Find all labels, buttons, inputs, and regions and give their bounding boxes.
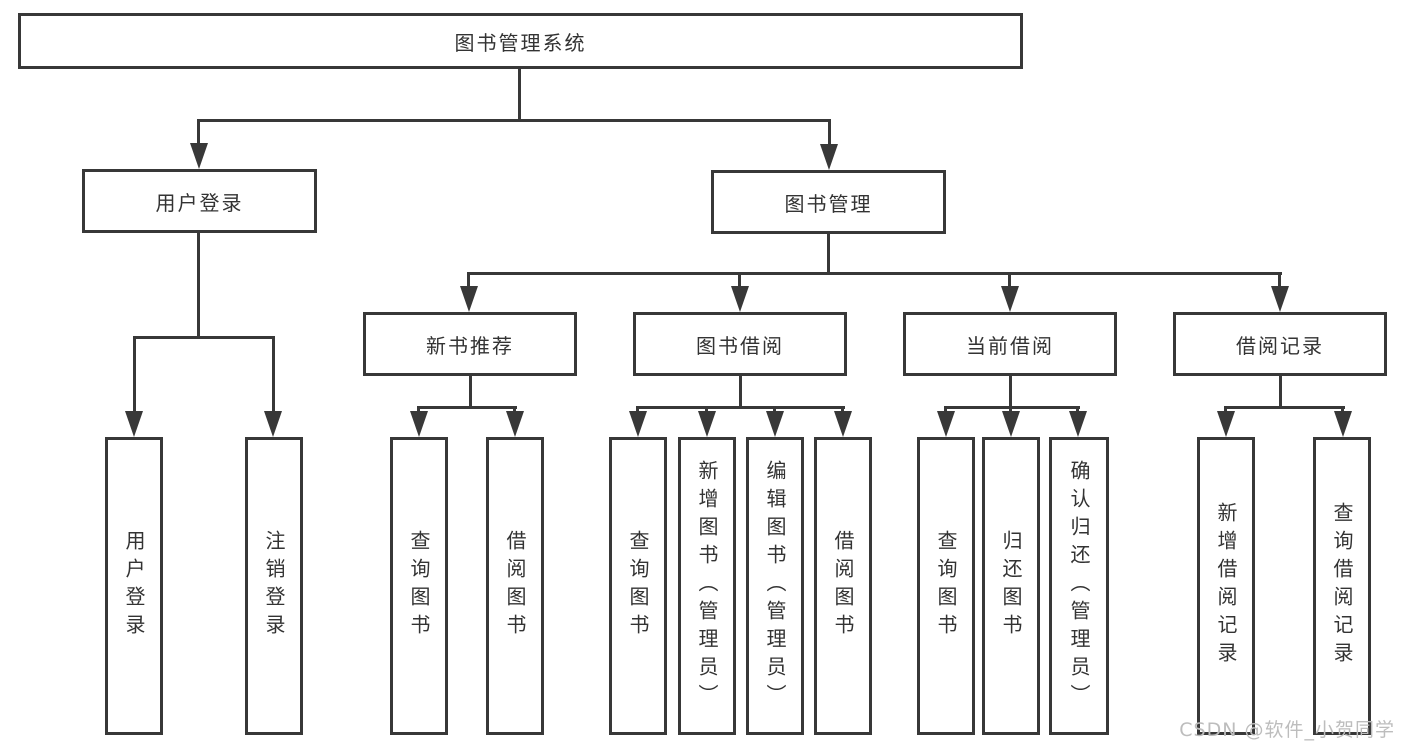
leaf-user-login: 用户登录 — [105, 437, 163, 735]
arrow-down-icon — [1069, 411, 1087, 437]
connector-line — [1225, 406, 1345, 409]
csdn-watermark: CSDN @软件_小贺同学 — [1179, 719, 1395, 741]
connector-line — [468, 272, 1282, 275]
arrow-down-icon — [506, 411, 524, 437]
connector-line — [197, 119, 831, 122]
node-root-label: 图书管理系统 — [454, 30, 587, 55]
connector-line — [828, 119, 831, 147]
leaf-label: 编辑图书（管理员） — [763, 460, 787, 712]
node-new-book-recommend-label: 新书推荐 — [426, 333, 514, 358]
node-borrow-records: 借阅记录 — [1173, 312, 1387, 376]
node-current-borrow: 当前借阅 — [903, 312, 1117, 376]
arrow-down-icon — [190, 143, 208, 169]
arrow-down-icon — [731, 286, 749, 312]
leaf-return-books: 归还图书 — [982, 437, 1040, 735]
leaf-label: 查询借阅记录 — [1330, 502, 1354, 670]
leaf-label: 用户登录 — [122, 530, 146, 642]
connector-line — [739, 376, 742, 409]
arrow-down-icon — [820, 144, 838, 170]
node-book-management-label: 图书管理 — [784, 191, 873, 216]
node-new-book-recommend: 新书推荐 — [363, 312, 577, 376]
leaf-label: 注销登录 — [262, 530, 286, 642]
arrow-down-icon — [264, 411, 282, 437]
node-book-borrow-label: 图书借阅 — [696, 333, 784, 358]
leaf-label: 确认归还（管理员） — [1067, 460, 1091, 712]
arrow-down-icon — [1334, 411, 1352, 437]
arrow-down-icon — [766, 411, 784, 437]
node-current-borrow-label: 当前借阅 — [966, 333, 1054, 358]
leaf-query-books-3: 查询图书 — [917, 437, 975, 735]
arrow-down-icon — [834, 411, 852, 437]
leaf-edit-books-admin: 编辑图书（管理员） — [746, 437, 804, 735]
connector-line — [518, 69, 521, 121]
node-user-login-label: 用户登录 — [155, 190, 244, 215]
leaf-label: 归还图书 — [999, 530, 1023, 642]
leaf-query-books-2: 查询图书 — [609, 437, 667, 735]
node-book-management: 图书管理 — [711, 170, 946, 234]
leaf-label: 借阅图书 — [503, 530, 527, 642]
leaf-confirm-return-admin: 确认归还（管理员） — [1049, 437, 1109, 735]
connector-line — [467, 272, 470, 292]
leaf-borrow-books-1: 借阅图书 — [486, 437, 544, 735]
leaf-label: 借阅图书 — [831, 530, 855, 642]
connector-line — [1278, 272, 1281, 292]
node-book-borrow: 图书借阅 — [633, 312, 847, 376]
arrow-down-icon — [1217, 411, 1235, 437]
arrow-down-icon — [410, 411, 428, 437]
connector-line — [418, 406, 517, 409]
arrow-down-icon — [1271, 286, 1289, 312]
node-root: 图书管理系统 — [18, 13, 1023, 69]
leaf-logout: 注销登录 — [245, 437, 303, 735]
connector-line — [1279, 376, 1282, 409]
connector-line — [1008, 272, 1011, 292]
connector-line — [133, 336, 136, 414]
connector-line — [637, 406, 845, 409]
arrow-down-icon — [460, 286, 478, 312]
leaf-query-books-1: 查询图书 — [390, 437, 448, 735]
arrow-down-icon — [629, 411, 647, 437]
connector-line — [133, 336, 275, 339]
arrow-down-icon — [698, 411, 716, 437]
leaf-add-books-admin: 新增图书（管理员） — [678, 437, 736, 735]
leaf-borrow-books-2: 借阅图书 — [814, 437, 872, 735]
connector-line — [469, 376, 472, 409]
leaf-label: 查询图书 — [934, 530, 958, 642]
connector-line — [827, 234, 830, 275]
arrow-down-icon — [1001, 286, 1019, 312]
arrow-down-icon — [125, 411, 143, 437]
connector-line — [1009, 376, 1012, 409]
connector-line — [197, 233, 200, 339]
leaf-label: 查询图书 — [626, 530, 650, 642]
leaf-label: 新增图书（管理员） — [695, 460, 719, 712]
leaf-label: 新增借阅记录 — [1214, 502, 1238, 670]
arrow-down-icon — [937, 411, 955, 437]
connector-line — [197, 119, 200, 147]
node-borrow-records-label: 借阅记录 — [1236, 333, 1324, 358]
node-user-login: 用户登录 — [82, 169, 317, 233]
leaf-add-borrow-record: 新增借阅记录 — [1197, 437, 1255, 735]
connector-line — [272, 336, 275, 414]
leaf-query-borrow-record: 查询借阅记录 — [1313, 437, 1371, 735]
arrow-down-icon — [1002, 411, 1020, 437]
leaf-label: 查询图书 — [407, 530, 431, 642]
connector-line — [945, 406, 1080, 409]
connector-line — [738, 272, 741, 292]
